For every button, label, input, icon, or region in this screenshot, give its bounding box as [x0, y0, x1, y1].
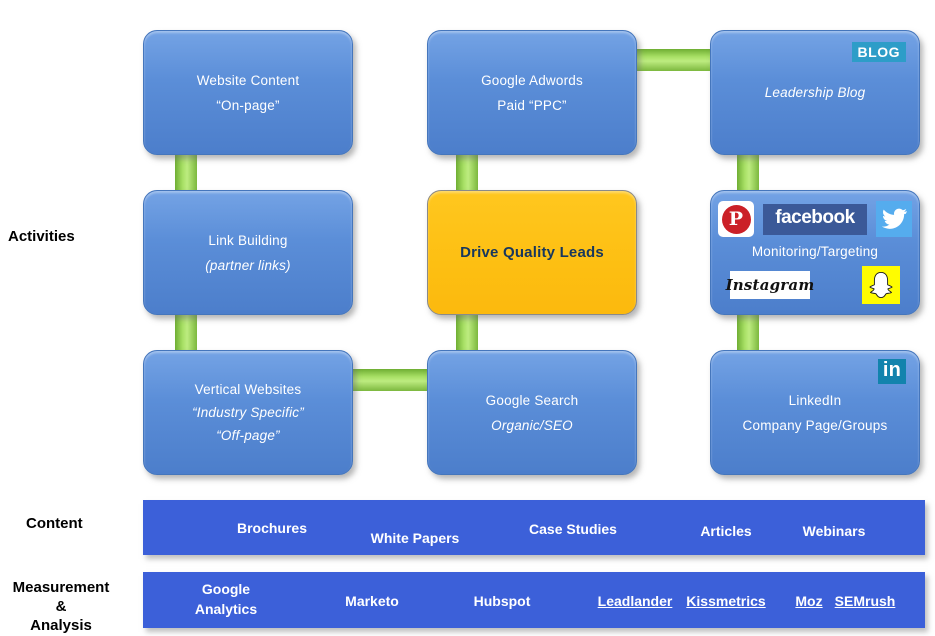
google-search-title: Google Search: [485, 392, 579, 408]
content-item-case-studies: Case Studies: [529, 521, 617, 537]
activities-label: Activities: [8, 228, 75, 245]
connector-adwords-blog: [628, 49, 720, 71]
website-content-box: Website Content “On-page”: [143, 30, 353, 155]
content-label: Content: [26, 515, 83, 532]
content-item-white-papers: White Papers: [370, 530, 460, 546]
link-building-box: Link Building (partner links): [143, 190, 353, 315]
drive-quality-leads-box: Drive Quality Leads: [427, 190, 637, 315]
linkedin-box: in LinkedIn Company Page/Groups: [710, 350, 920, 475]
social-monitoring-box: P facebook Monitoring/Targeting Instagra…: [710, 190, 920, 315]
pinterest-icon: P: [718, 201, 754, 237]
leadership-blog-box: BLOG Leadership Blog: [710, 30, 920, 155]
blog-icon: BLOG: [851, 42, 906, 62]
connector-verticalwebsites-googlesearch: [345, 369, 437, 391]
twitter-icon: [876, 201, 912, 237]
measurement-item-hubspot: Hubspot: [473, 593, 531, 609]
measurement-link-leadlander[interactable]: Leadlander: [597, 593, 673, 609]
measurement-link-moz[interactable]: Moz: [795, 593, 823, 609]
social-icons-row-top: P facebook: [718, 201, 912, 237]
google-adwords-title: Google Adwords: [481, 72, 583, 88]
connector-blog-monitoring: [737, 150, 759, 195]
link-building-subtitle: (partner links): [205, 257, 291, 273]
social-icons-row-bottom: Instagram: [726, 266, 900, 304]
snapchat-icon: [862, 266, 900, 304]
google-adwords-subtitle: Paid “PPC”: [497, 97, 567, 113]
link-building-title: Link Building: [208, 232, 288, 248]
measurement-label-line3: Analysis: [30, 617, 92, 634]
drive-quality-leads-title: Drive Quality Leads: [460, 244, 604, 261]
connector-monitoring-linkedin: [737, 310, 759, 355]
vertical-websites-title: Vertical Websites: [194, 382, 302, 397]
linkedin-subtitle: Company Page/Groups: [742, 417, 888, 433]
google-adwords-box: Google Adwords Paid “PPC”: [427, 30, 637, 155]
vertical-websites-box: Vertical Websites “Industry Specific” “O…: [143, 350, 353, 475]
website-content-title: Website Content: [196, 72, 300, 88]
measurement-item-marketo: Marketo: [345, 593, 399, 609]
linkedin-icon: in: [877, 359, 906, 384]
content-bar: Brochures White Papers Case Studies Arti…: [143, 500, 925, 555]
content-item-articles: Articles: [700, 523, 752, 539]
connector-driveleads-googlesearch: [456, 310, 478, 355]
leadership-blog-title: Leadership Blog: [764, 85, 866, 100]
pinterest-letter: P: [721, 204, 751, 234]
instagram-icon: Instagram: [726, 271, 814, 299]
website-content-subtitle: “On-page”: [216, 97, 280, 113]
google-search-box: Google Search Organic/SEO: [427, 350, 637, 475]
measurement-item-google-analytics: Google Analytics: [194, 581, 258, 617]
facebook-icon: facebook: [763, 203, 867, 235]
content-item-webinars: Webinars: [802, 523, 866, 539]
connector-websitecontent-linkbuilding: [175, 150, 197, 195]
social-monitoring-title: Monitoring/Targeting: [751, 244, 879, 259]
vertical-websites-subtitle2: “Off-page”: [216, 428, 280, 443]
linkedin-title: LinkedIn: [788, 392, 842, 408]
connector-linkbuilding-verticalwebsites: [175, 310, 197, 355]
measurement-label-line2: &: [55, 598, 67, 615]
measurement-bar: Google Analytics Marketo Hubspot Leadlan…: [143, 572, 925, 628]
measurement-label-line1: Measurement: [12, 579, 110, 596]
content-item-brochures: Brochures: [236, 520, 308, 536]
vertical-websites-subtitle: “Industry Specific”: [192, 405, 304, 420]
google-search-subtitle: Organic/SEO: [491, 417, 573, 433]
connector-adwords-driveleads: [456, 150, 478, 195]
measurement-link-kissmetrics[interactable]: Kissmetrics: [686, 593, 766, 609]
measurement-link-semrush[interactable]: SEMrush: [834, 593, 896, 609]
measurement-analysis-label: Measurement & Analysis: [0, 578, 122, 635]
